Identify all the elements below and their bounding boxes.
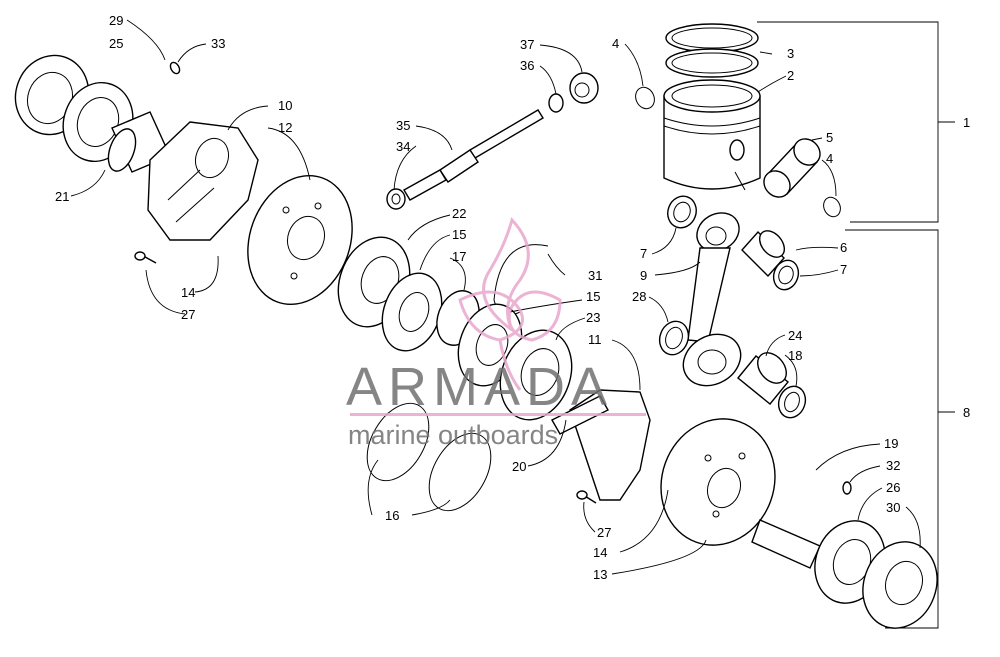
callout-25: 25 (109, 36, 123, 51)
callout-11: 11 (588, 332, 602, 347)
washer-18 (777, 385, 807, 419)
callout-2: 2 (787, 68, 794, 83)
snap-rings-16 (366, 402, 492, 512)
watermark-divider (350, 413, 646, 416)
callout-27: 27 (181, 307, 195, 322)
callout-22: 22 (452, 206, 466, 221)
callout-7: 7 (840, 262, 847, 277)
callout-24: 24 (788, 328, 802, 343)
armada-watermark: ARMADA marine outboards (346, 217, 646, 450)
callout-5: 5 (826, 130, 833, 145)
callout-8: 8 (963, 405, 970, 420)
leader-lines (70, 19, 921, 575)
callout-7: 7 (640, 246, 647, 261)
crank-web-12 (247, 174, 353, 306)
callout-37: 37 (520, 37, 534, 52)
callout-23: 23 (586, 310, 600, 325)
oil-seal-30 (862, 541, 938, 629)
callout-6: 6 (840, 240, 847, 255)
callout-31: 31 (588, 268, 602, 283)
callout-20: 20 (512, 459, 526, 474)
crank-shaft-right-end (751, 519, 821, 569)
piston-pin (763, 138, 821, 198)
callout-33: 33 (211, 36, 225, 51)
circlip-left (635, 86, 655, 110)
callout-34: 34 (396, 139, 410, 154)
armada-logo-flower (458, 217, 562, 391)
callout-4: 4 (612, 36, 619, 51)
callout-32: 32 (886, 458, 900, 473)
callout-9: 9 (640, 268, 647, 283)
callout-26: 26 (886, 480, 900, 495)
watermark-tagline: marine outboards (348, 420, 558, 450)
callout-14: 14 (181, 285, 195, 300)
callout-3: 3 (787, 46, 794, 61)
drive-shaft-35 (403, 109, 544, 201)
piston (663, 79, 761, 191)
callout-29: 29 (109, 13, 123, 28)
callout-15: 15 (452, 227, 466, 242)
callout-1: 1 (963, 115, 970, 130)
crank-web-13 (660, 418, 776, 546)
callout-14: 14 (593, 545, 607, 560)
callout-12: 12 (278, 120, 292, 135)
watermark-brand: ARMADA (346, 357, 613, 417)
callout-15: 15 (586, 289, 600, 304)
washer-7-upper (667, 195, 697, 229)
connecting-rod (682, 212, 742, 387)
key-32 (842, 481, 852, 495)
callout-27: 27 (597, 525, 611, 540)
washer-34 (386, 188, 406, 210)
washer-7-lower (772, 259, 800, 291)
screw-27-right (576, 490, 597, 504)
callout-17: 17 (452, 249, 466, 264)
needle-bearing-37 (569, 72, 599, 104)
callout-21: 21 (55, 189, 69, 204)
ball-bearing-23 (499, 329, 573, 421)
crank-web-10 (147, 121, 259, 241)
circlip-right (823, 196, 841, 218)
callout-28: 28 (632, 289, 646, 304)
key-33 (169, 61, 181, 75)
callout-19: 19 (884, 436, 898, 451)
screw-27-left (134, 251, 157, 264)
needle-bearing-6 (741, 230, 786, 278)
needle-bearing-24 (737, 352, 789, 405)
callout-36: 36 (520, 58, 534, 73)
callout-30: 30 (886, 500, 900, 515)
callout-35: 35 (396, 118, 410, 133)
washer-28 (658, 320, 690, 356)
washer-36 (548, 93, 564, 113)
callout-16: 16 (385, 508, 399, 523)
piston-rings (665, 23, 759, 78)
callout-10: 10 (278, 98, 292, 113)
callout-18: 18 (788, 348, 802, 363)
callout-13: 13 (593, 567, 607, 582)
callout-labels: 1 2 3 4 4 5 6 7 7 8 9 10 11 12 13 14 14 … (55, 13, 970, 582)
callout-4: 4 (826, 151, 833, 166)
